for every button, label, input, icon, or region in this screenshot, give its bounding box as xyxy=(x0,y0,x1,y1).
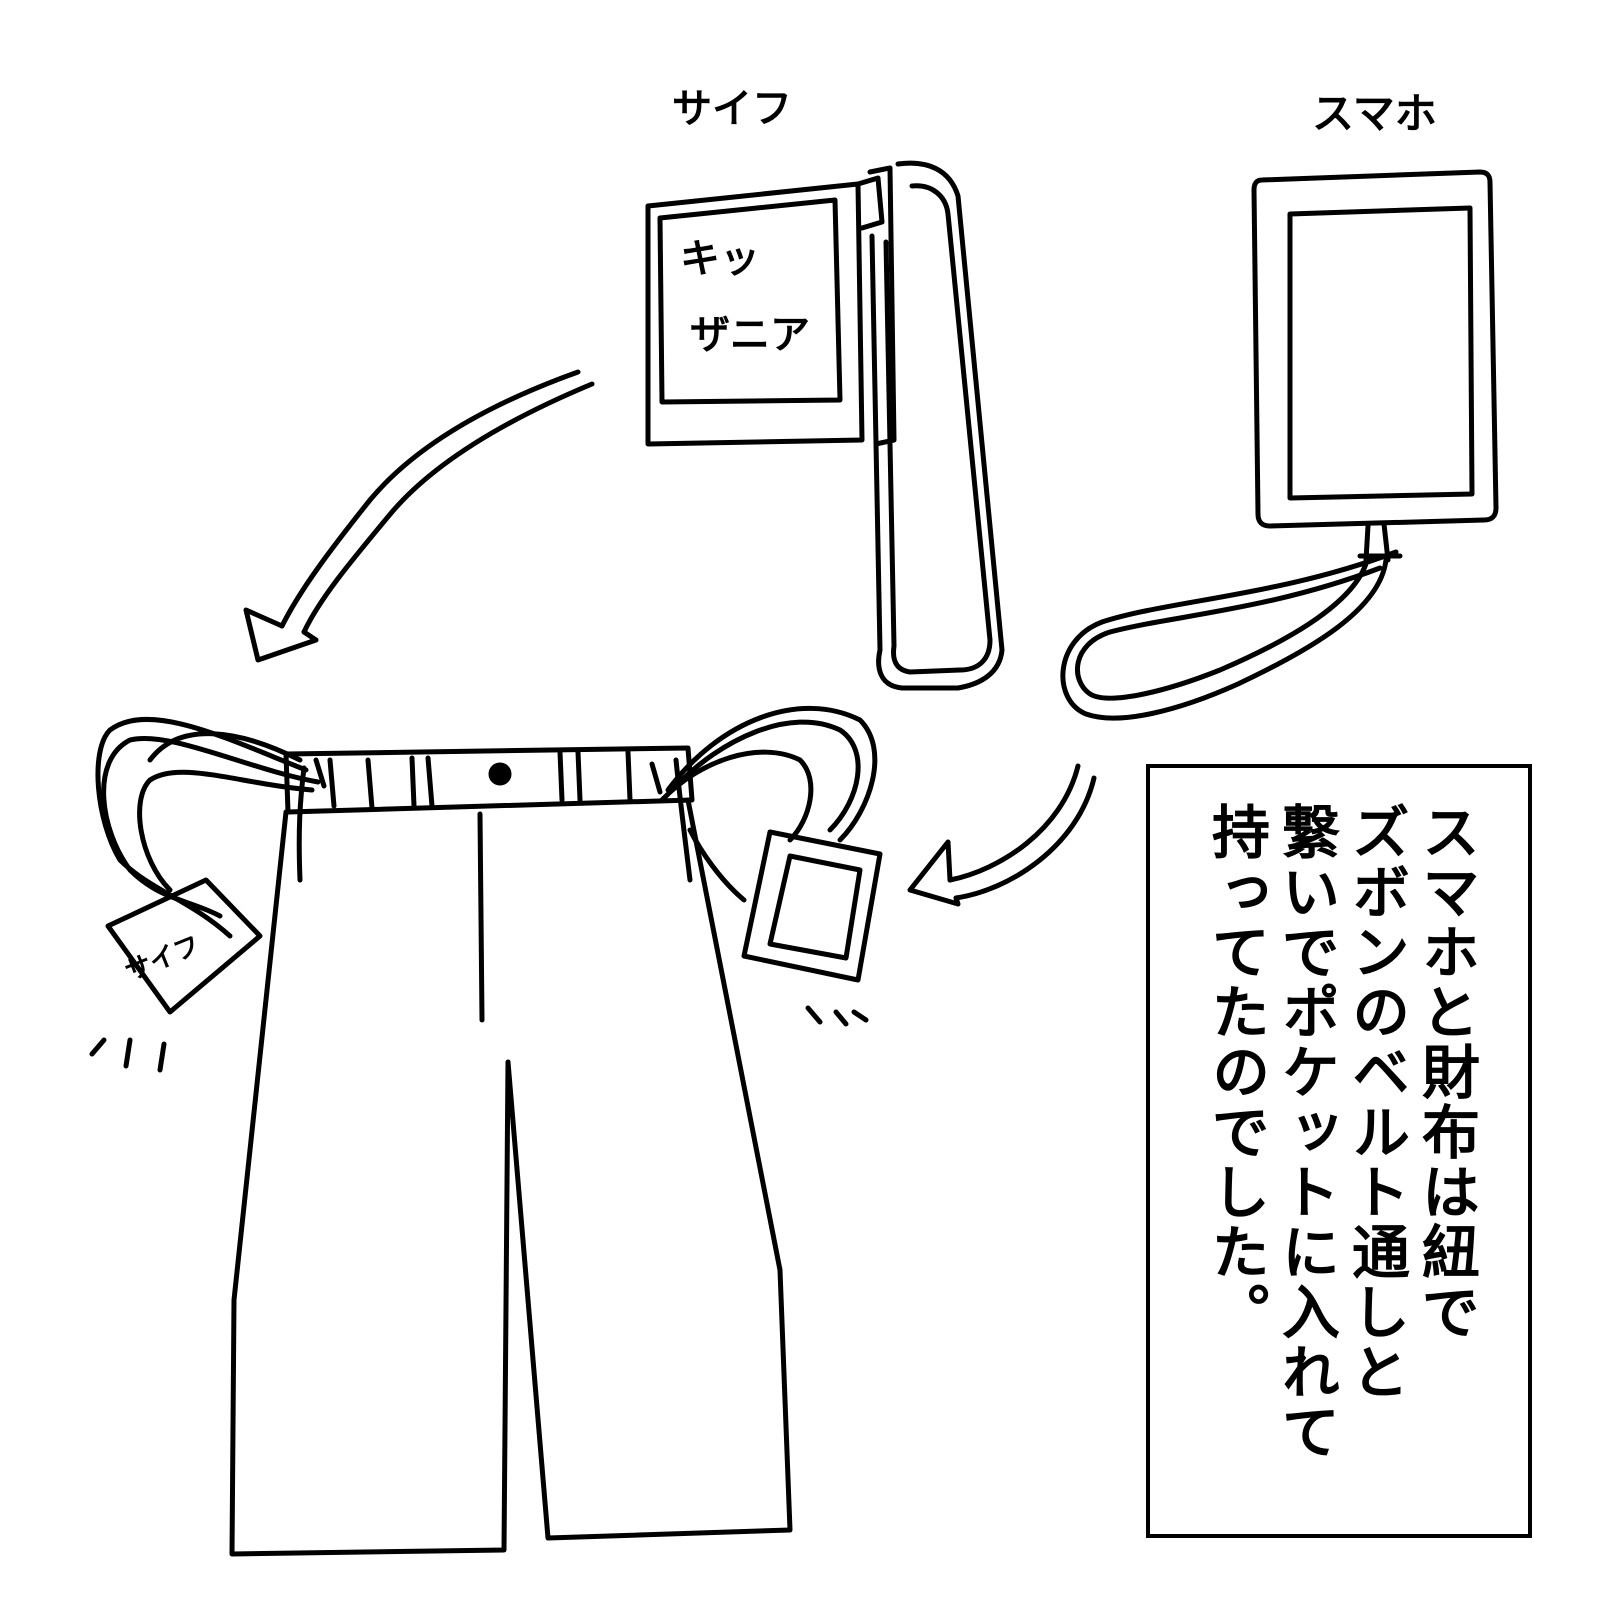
wallet-drawing xyxy=(645,160,1005,691)
arrow-to-wallet-pocket-icon xyxy=(243,369,595,663)
arrow-to-phone-pocket-icon xyxy=(907,763,1097,907)
caption-line-4: 持ってたのでした。 xyxy=(1202,802,1270,1342)
wallet-title-label: サイフ xyxy=(672,86,792,132)
caption-line-2: ズボンのベルト通しと xyxy=(1342,802,1410,1402)
caption-box: スマホと財布は紐で ズボンのベルト通しと 繋いでポケットに入れて 持ってたのでし… xyxy=(1146,764,1532,1538)
caption-line-1: スマホと財布は紐で xyxy=(1412,802,1480,1342)
phone-drawing xyxy=(1060,169,1499,721)
hanging-wallet-label: サイフ xyxy=(121,930,205,987)
hanging-wallet-drawing xyxy=(89,716,321,1073)
wallet-brand-label-line1: キッ xyxy=(680,236,760,282)
trousers-drawing xyxy=(229,745,793,1557)
hanging-phone-drawing xyxy=(659,705,883,1027)
wallet-brand-label-line2: ザニア xyxy=(690,312,810,358)
phone-title-label: スマホ xyxy=(1312,89,1437,138)
caption-line-3: 繋いでポケットに入れて xyxy=(1272,802,1340,1462)
